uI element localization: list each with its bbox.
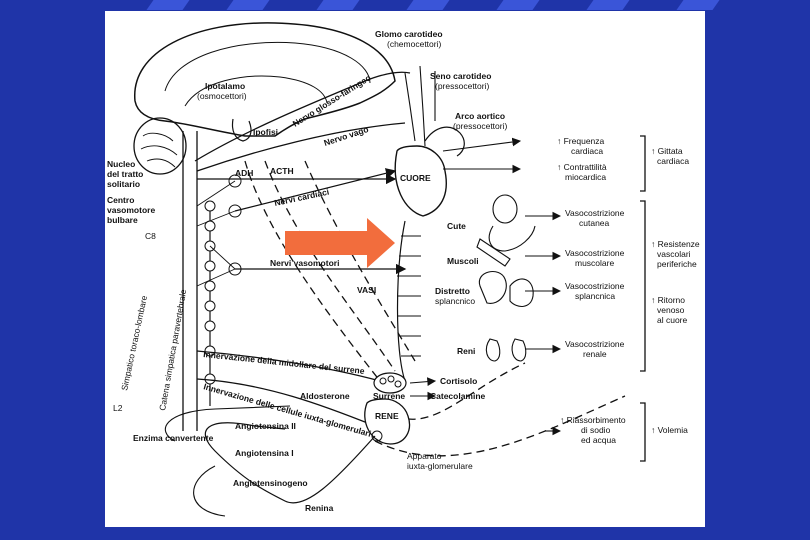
label-nervo-glosso: Nervo glosso-faringeo	[291, 72, 373, 128]
label-eff-riass-3: ed acqua	[581, 435, 616, 445]
label-surrene: Surrene	[373, 391, 405, 401]
label-ipotalamo: Ipotalamo	[205, 81, 245, 91]
label-l2: L2	[113, 403, 123, 413]
label-eff-muscolare-1: Vasocostrizione	[565, 248, 625, 258]
label-out-gittata-2: cardiaca	[657, 156, 689, 166]
header-stripe	[676, 0, 720, 10]
label-centro-1: Centro	[107, 195, 134, 205]
label-eff-renale-2: renale	[583, 349, 607, 359]
glossopharyngeal-nerve	[194, 71, 411, 162]
label-out-resistenze-3: periferiche	[657, 259, 697, 269]
label-eff-cutanea-1: Vasocostrizione	[565, 208, 625, 218]
label-out-ritorno-3: al cuore	[657, 315, 688, 325]
header-stripe	[226, 0, 270, 10]
label-nucleo-2: del tratto	[107, 169, 143, 179]
heart	[394, 126, 465, 217]
label-arco: Arco aortico	[455, 111, 505, 121]
label-vasi: VASI	[357, 285, 376, 295]
label-seno-sub: (pressocettori)	[435, 81, 489, 91]
label-eff-riass-1: ↑ Riassorbimento	[560, 415, 626, 425]
label-nervo-vago: Nervo vago	[323, 124, 370, 148]
label-out-resistenze-2: vascolari	[657, 249, 691, 259]
label-c8: C8	[145, 231, 156, 241]
spinal-cord	[182, 131, 198, 431]
label-angiotensinogeno: Angiotensinogeno	[233, 478, 308, 488]
label-glomo: Glomo carotideo	[375, 29, 443, 39]
label-muscoli: Muscoli	[447, 256, 479, 266]
label-ipotalamo-sub: (osmocettori)	[197, 91, 247, 101]
label-aldosterone: Aldosterone	[300, 391, 350, 401]
chain-ganglia	[204, 200, 216, 385]
label-out-ritorno-1: ↑ Ritorno	[651, 295, 685, 305]
label-out-resistenze-1: ↑ Resistenze	[651, 239, 700, 249]
header-stripe	[586, 0, 630, 10]
label-eff-splancnica-2: splancnica	[575, 291, 615, 301]
label-enzima: Enzima convertente	[133, 433, 214, 443]
kidney-figures	[485, 338, 527, 362]
label-acth: ACTH	[270, 166, 294, 176]
label-distretto-1: Distretto	[435, 286, 470, 296]
bracket-volume	[640, 402, 646, 462]
label-catecolamine: Catecolamine	[430, 391, 486, 401]
kidney	[364, 398, 411, 445]
adrenal-gland	[373, 372, 407, 394]
label-eff-contrattilita-1: ↑ Contrattilità	[557, 162, 607, 172]
brain-outline	[134, 22, 396, 137]
vessels-wall	[396, 220, 406, 382]
header-stripe	[406, 0, 450, 10]
bracket-heart	[640, 135, 646, 192]
label-eff-riass-2: di sodio	[581, 425, 611, 435]
label-rene: RENE	[375, 411, 399, 421]
label-cortisolo: Cortisolo	[440, 376, 477, 386]
header-stripe	[146, 0, 190, 10]
skin-figure	[488, 194, 536, 252]
label-seno: Seno carotideo	[430, 71, 491, 81]
label-adh: ADH	[235, 168, 253, 178]
cerebellum	[133, 117, 187, 175]
label-renina: Renina	[305, 503, 334, 513]
label-angiotensina2: Angiotensina II	[235, 421, 296, 431]
label-centro-3: bulbare	[107, 215, 138, 225]
label-out-gittata-1: ↑ Gittata	[651, 146, 683, 156]
label-apparato-2: iuxta-glomerulare	[407, 461, 473, 471]
label-out-volemia: ↑ Volemia	[651, 425, 688, 435]
label-apparato-1: Apparato	[407, 451, 442, 461]
label-glomo-sub: (chemocettori)	[387, 39, 441, 49]
label-eff-contrattilita-2: miocardica	[565, 172, 606, 182]
label-centro-2: vasomotore	[107, 205, 155, 215]
prevertebral-ganglia	[228, 174, 242, 276]
label-nucleo-3: solitario	[107, 179, 140, 189]
label-distretto-2: splancnico	[435, 296, 475, 306]
header-stripe	[496, 0, 540, 10]
muscle-figure	[476, 238, 511, 267]
label-catena: Catena simpatica paravertebrale	[157, 288, 188, 411]
label-eff-splancnica-1: Vasocostrizione	[565, 281, 625, 291]
bracket-vessels	[640, 200, 646, 372]
label-eff-renale-1: Vasocostrizione	[565, 339, 625, 349]
label-nucleo-1: Nucleo	[107, 159, 135, 169]
label-nervi-vasomotori: Nervi vasomotori	[270, 258, 339, 268]
label-angiotensina1: Angiotensina I	[235, 448, 294, 458]
label-arco-sub: (pressocettori)	[453, 121, 507, 131]
diagram-panel: Glomo carotideo (chemocettori) Seno caro…	[105, 11, 705, 527]
label-simpatico: Simpatico toraco-lombare	[119, 294, 149, 391]
label-cute: Cute	[447, 221, 466, 231]
label-eff-frequenza-2: cardiaca	[571, 146, 603, 156]
label-eff-frequenza-1: ↑ Frequenza	[557, 136, 605, 146]
label-cuore: CUORE	[400, 173, 431, 183]
cardiovascular-regulation-diagram: Glomo carotideo (chemocettori) Seno caro…	[107, 22, 700, 517]
vagus-nerve	[196, 122, 406, 172]
label-nervi-cardiaci: Nervi cardiaci	[273, 187, 330, 208]
pituitary	[231, 118, 252, 142]
label-reni: Reni	[457, 346, 475, 356]
highlight-arrow	[285, 218, 395, 268]
label-eff-muscolare-2: muscolare	[575, 258, 614, 268]
header-stripe	[316, 0, 360, 10]
label-innervazione-midollare: Innervazione della midollare del surrene	[203, 349, 365, 376]
label-eff-cutanea-2: cutanea	[579, 218, 610, 228]
splanchnic-figure	[478, 270, 534, 307]
label-ipofisi: Ipofisi	[253, 127, 278, 137]
label-out-ritorno-2: venoso	[657, 305, 685, 315]
